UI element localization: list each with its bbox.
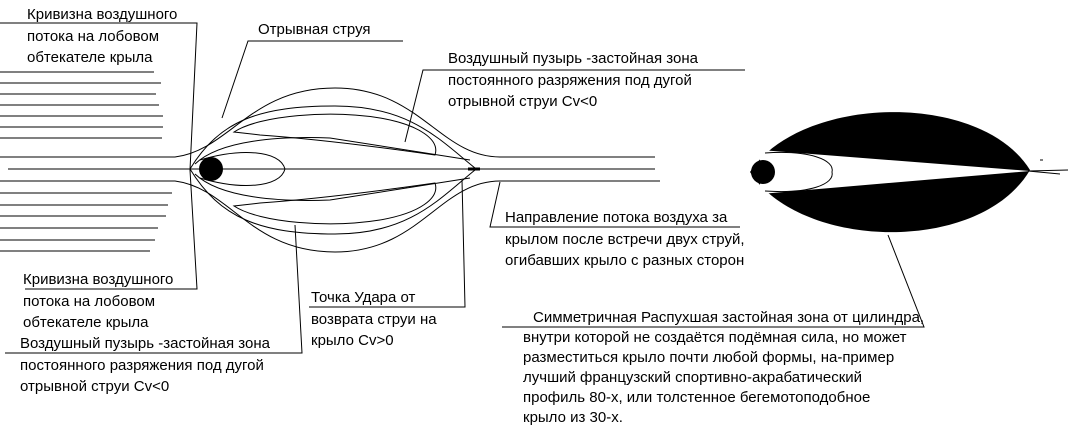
cylinder-left — [199, 157, 223, 181]
svg-text:возврата струи на: возврата струи на — [311, 311, 437, 328]
svg-text:Воздушный пузырь -застойная зо: Воздушный пузырь -застойная зона — [448, 50, 699, 67]
label-curvature-top: Кривизна воздушного потока на лобовом об… — [27, 6, 177, 66]
svg-text:крыло из 30-х.: крыло из 30-х. — [523, 409, 623, 426]
svg-text:потока на лобовом: потока на лобовом — [23, 293, 155, 310]
svg-text:разместиться крыло почти любой: разместиться крыло почти любой формы, на… — [523, 349, 894, 366]
svg-text:потока на лобовом: потока на лобовом — [27, 28, 159, 45]
label-impact-point: Точка Удара от возврата струи на крыло C… — [311, 289, 437, 349]
svg-text:постоянного разряжения под дуг: постоянного разряжения под дугой — [448, 72, 692, 89]
svg-text:лучший французский спортивно-а: лучший французский спортивно-акрабатичес… — [523, 369, 862, 386]
svg-text:Кривизна воздушного: Кривизна воздушного — [27, 6, 177, 23]
svg-text:отрывной струи Cv<0: отрывной струи Cv<0 — [448, 93, 597, 110]
svg-text:Кривизна воздушного: Кривизна воздушного — [23, 271, 173, 288]
svg-text:обтекателе крыла: обтекателе крыла — [27, 49, 153, 66]
label-bubble-bottom: Воздушный пузырь -застойная зона постоян… — [20, 335, 271, 395]
svg-text:Направление потока воздуха за: Направление потока воздуха за — [505, 209, 728, 226]
svg-text:профиль 80-х, или толстенное б: профиль 80-х, или толстенное бегемотопод… — [523, 389, 870, 406]
svg-text:Воздушный пузырь -застойная зо: Воздушный пузырь -застойная зона — [20, 335, 271, 352]
svg-text:постоянного разряжения под дуг: постоянного разряжения под дугой — [20, 357, 264, 374]
cylinder-right — [751, 160, 775, 184]
svg-text:Точка Удара от: Точка Удара от — [311, 289, 416, 306]
svg-text:отрывной струи Cv<0: отрывной струи Cv<0 — [20, 378, 169, 395]
label-flow-direction: Направление потока воздуха за крылом пос… — [505, 209, 745, 269]
svg-text:крылом после встречи двух стру: крылом после встречи двух струй, — [505, 231, 745, 248]
left-flow-pattern — [0, 87, 660, 253]
svg-text:внутри которой не создаётся по: внутри которой не создаётся подёмная сил… — [523, 329, 907, 346]
svg-text:обтекателе крыла: обтекателе крыла — [23, 314, 149, 331]
svg-text:крыло Cv>0: крыло Cv>0 — [311, 332, 394, 349]
incoming-streamlines — [0, 71, 172, 252]
right-stagnation-zone — [750, 112, 1069, 233]
label-curvature-bottom: Кривизна воздушного потока на лобовом об… — [23, 271, 173, 331]
svg-text:огибавших крыло с разных сторо: огибавших крыло с разных сторон — [505, 252, 744, 269]
leader-lines — [0, 22, 925, 354]
label-bubble-top: Воздушный пузырь -застойная зона постоян… — [448, 50, 699, 110]
svg-text:Симметричная Распухшая застойн: Симметричная Распухшая застойная зона от… — [533, 309, 924, 326]
label-symmetric-zone: Симметричная Распухшая застойная зона от… — [523, 309, 924, 426]
label-separated-jet: Отрывная струя — [258, 21, 371, 38]
